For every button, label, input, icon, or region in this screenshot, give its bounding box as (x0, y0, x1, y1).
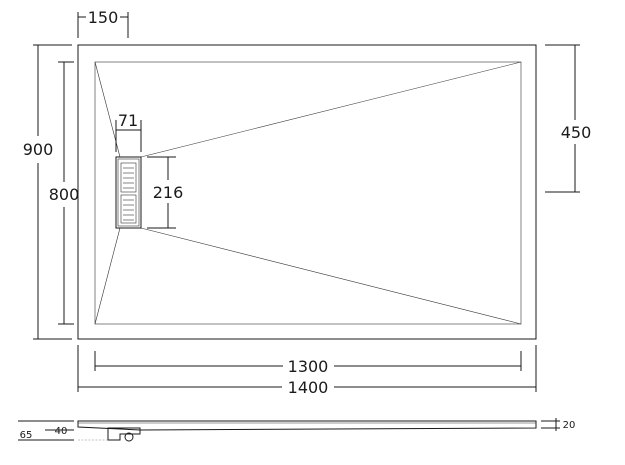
dimension-depth-inner: 800 (49, 61, 80, 325)
slope-line-bottom-left (94, 227, 121, 325)
dimension-grate-length: 216 (147, 156, 184, 229)
dimension-drain-offset-x: 150 (77, 8, 129, 38)
dimension-width-inner: 1300 (94, 351, 522, 376)
drain-grate (115, 156, 142, 229)
profile-view: 65 40 20 (18, 418, 576, 442)
label-grate-width: 71 (118, 111, 138, 130)
dimension-drain-offset-y: 450 (545, 44, 592, 193)
label-profile-thickness: 20 (563, 420, 576, 431)
dimension-depth-total: 900 (23, 44, 72, 340)
slope-line-bottom-right (140, 227, 522, 325)
dimension-width-total: 1400 (77, 345, 537, 397)
label-profile-height-total: 65 (20, 430, 33, 441)
tray-outline (77, 44, 537, 340)
profile-tray-body (77, 420, 537, 431)
plan-view (77, 44, 537, 340)
tray-inner-outline (94, 61, 522, 325)
label-grate-length: 216 (153, 183, 184, 202)
dimension-grate-width: 71 (115, 111, 142, 152)
slope-line-top-right (140, 61, 522, 158)
label-depth-inner: 800 (49, 185, 80, 204)
label-width-inner: 1300 (288, 357, 329, 376)
label-depth-total: 900 (23, 140, 54, 159)
label-width-total: 1400 (288, 378, 329, 397)
label-drain-offset-y: 450 (561, 123, 592, 142)
label-profile-height-drain: 40 (55, 426, 68, 437)
label-drain-offset-x: 150 (88, 8, 119, 27)
